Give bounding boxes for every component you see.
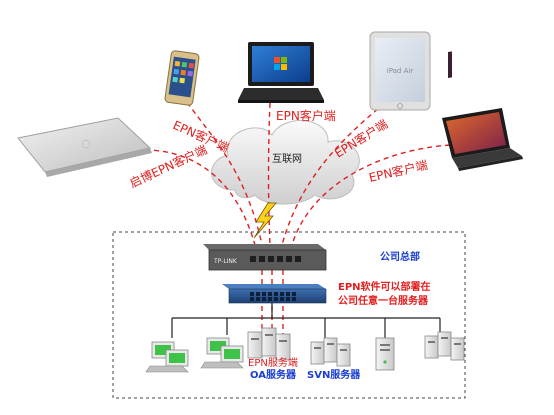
windows-logo-icon xyxy=(274,57,287,70)
label-ubuntu-epn-client: EPN客户端 xyxy=(367,157,429,185)
svn-server-cluster-icon xyxy=(310,337,351,367)
vpn-line-windows-laptop xyxy=(267,102,271,246)
label-svn-server: SVN服务器 xyxy=(307,368,361,381)
label-internet: 互联网 xyxy=(272,153,302,165)
ipad-icon: iPad Air xyxy=(369,31,431,111)
tower-server-icon xyxy=(375,337,395,371)
router-icon: TP-LINK xyxy=(203,244,327,271)
windows-laptop-icon xyxy=(238,42,324,103)
switch-icon xyxy=(222,284,327,304)
pc-group-1-icon xyxy=(145,341,189,373)
label-epn-note-line2: 公司任意一台服务器 xyxy=(338,294,429,307)
vpn-line-ubuntu-laptop xyxy=(291,144,451,246)
vpn-line-phone xyxy=(181,94,263,246)
macbook-icon xyxy=(17,117,152,177)
smartphone-icon xyxy=(164,50,200,106)
lan-bus xyxy=(171,303,441,340)
vpn-lines xyxy=(144,94,451,345)
internet-cloud xyxy=(211,120,360,205)
right-server-cluster-icon xyxy=(424,331,465,361)
lightning-icon xyxy=(253,202,277,239)
pc-group-2-icon xyxy=(200,337,244,369)
router-brand: TP-LINK xyxy=(213,258,238,265)
label-laptop-epn-client: EPN客户端 xyxy=(276,108,336,123)
epn-oa-server-cluster-icon xyxy=(247,327,291,361)
vpn-line-ipad xyxy=(281,102,386,246)
headquarters-box xyxy=(112,231,466,399)
label-epn-note-line1: EPN软件可以部署在 xyxy=(338,280,431,293)
label-epn-server: EPN服务端 xyxy=(248,356,298,369)
label-headquarters: 公司总部 xyxy=(380,250,420,263)
ipad-screen-text: iPad Air xyxy=(387,67,414,75)
label-oa-server: OA服务器 xyxy=(250,368,297,381)
ubuntu-laptop-icon xyxy=(442,51,523,171)
